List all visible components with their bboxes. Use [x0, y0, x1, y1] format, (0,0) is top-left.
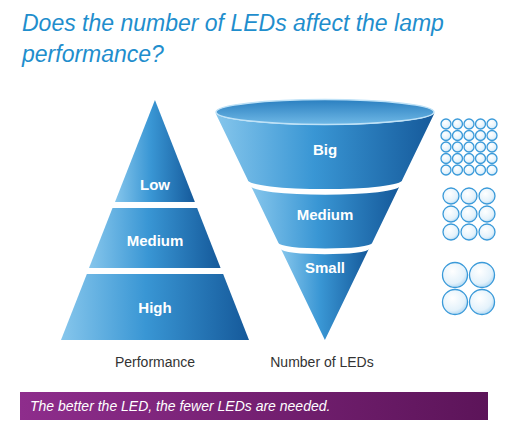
led-circle [441, 119, 451, 129]
led-circle [441, 142, 451, 152]
cone-top [216, 99, 434, 124]
led-circle [441, 154, 451, 164]
led-circle [487, 154, 497, 164]
led-circle [476, 165, 486, 175]
caption: The better the LED, the fewer LEDs are n… [20, 392, 488, 420]
band-label: Medium [89, 232, 221, 250]
axis-label: Performance [115, 353, 195, 371]
band-label: High [61, 299, 249, 317]
band-fill [115, 100, 195, 202]
axis-label: Number of LEDs [270, 353, 373, 371]
led-circle [476, 131, 486, 141]
led-circle [479, 224, 495, 240]
band-label: Low [115, 176, 195, 194]
led-circle [464, 119, 474, 129]
pyramid-band: Medium [89, 208, 221, 268]
band-label: Big [215, 141, 435, 159]
led-circle [461, 206, 477, 222]
led-circle [464, 131, 474, 141]
led-circle [443, 224, 459, 240]
led-circle [476, 119, 486, 129]
pyramid-band: High [61, 274, 249, 340]
led-circle [461, 224, 477, 240]
caption-bar: The better the LED, the fewer LEDs are n… [20, 392, 488, 420]
cone-band: Small [281, 249, 369, 340]
cone-band: Big [215, 99, 435, 189]
led-circle [487, 131, 497, 141]
led-circle [453, 165, 463, 175]
led-circle [479, 188, 495, 204]
led-circle [443, 263, 468, 288]
led-circle [443, 188, 459, 204]
led-circle [464, 165, 474, 175]
led-circle [464, 142, 474, 152]
band-fill [281, 249, 369, 340]
led-circle [470, 290, 495, 315]
led-circle [443, 290, 468, 315]
led-circle [453, 131, 463, 141]
led-circle [487, 142, 497, 152]
led-circle [470, 263, 495, 288]
led-circle [453, 142, 463, 152]
led-circles [441, 119, 497, 315]
pyramid-band: Low [115, 100, 195, 202]
title: Does the number of LEDs affect the lamp … [22, 8, 504, 70]
band-label: Medium [251, 206, 400, 224]
led-circle [464, 154, 474, 164]
led-circle [441, 131, 451, 141]
band-fill [61, 274, 249, 340]
led-circle [487, 119, 497, 129]
led-circle [461, 188, 477, 204]
band-label: Small [281, 259, 369, 277]
led-circle [443, 206, 459, 222]
cone-band: Medium [251, 186, 400, 249]
band-fill [89, 208, 221, 268]
led-circle [476, 142, 486, 152]
led-circle [487, 165, 497, 175]
band-fill [251, 186, 400, 249]
led-circle [476, 154, 486, 164]
led-circle [453, 119, 463, 129]
led-circle [441, 165, 451, 175]
led-circle [453, 154, 463, 164]
led-circle [479, 206, 495, 222]
